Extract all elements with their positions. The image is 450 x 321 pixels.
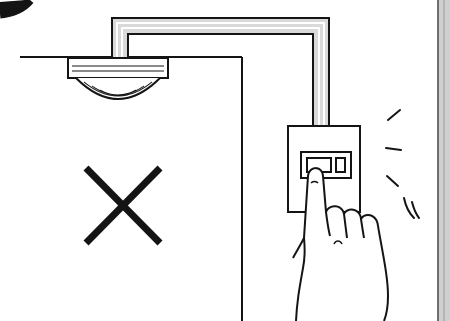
step-badge-icon xyxy=(0,0,34,19)
wiring-cable xyxy=(111,17,330,126)
ceiling-light-icon xyxy=(67,57,169,100)
x-mark-icon xyxy=(83,165,163,246)
hand-pressing-icon xyxy=(292,167,389,321)
frame-right-border xyxy=(437,0,450,321)
press-motion-lines-icon xyxy=(385,109,420,219)
